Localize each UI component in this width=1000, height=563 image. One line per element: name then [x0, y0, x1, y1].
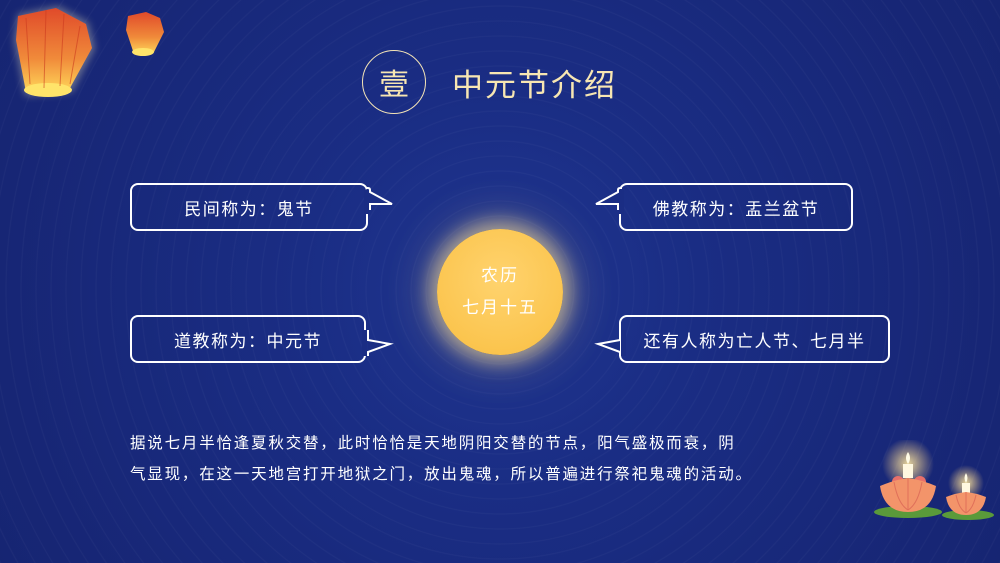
lotus-candle-small-icon [942, 465, 994, 520]
bubble-folk-text: 民间称为：鬼节 [184, 199, 314, 220]
bubble-tail-left-icon [595, 187, 624, 214]
bubble-folk-name: 民间称为：鬼节 [130, 183, 368, 231]
sky-lantern-large-icon [14, 6, 95, 97]
moon-line-lunar: 农历 [481, 266, 519, 286]
bubble-tail-left-icon [594, 330, 626, 356]
section-header: 壹 中元节介绍 [362, 50, 617, 114]
lotus-candle-large-icon [874, 440, 942, 518]
bubble-tail-right-icon [362, 330, 394, 356]
description-line-2: 气显现，在这一天地宫打开地狱之门，放出鬼魂，所以普遍进行祭祀鬼魂的活动。 [130, 465, 753, 483]
description-line-1: 据说七月半恰逢夏秋交替，此时恰恰是天地阴阳交替的节点，阳气盛极而衰，阴 [130, 434, 736, 452]
moon-line-date: 七月十五 [462, 298, 538, 318]
bubble-other-names: 还有人称为亡人节、七月半 [619, 315, 890, 363]
bubble-tail-right-icon [364, 187, 393, 214]
bubble-taoism-name: 道教称为：中元节 [130, 315, 366, 363]
sky-lantern-small-icon [126, 12, 164, 56]
section-number-badge: 壹 [362, 50, 426, 114]
bubble-buddhism-name: 佛教称为：盂兰盆节 [619, 183, 853, 231]
bubble-taoism-text: 道教称为：中元节 [174, 331, 322, 352]
bubble-other-names-text: 还有人称为亡人节、七月半 [643, 331, 866, 352]
moon-date-badge: 农历 七月十五 [437, 229, 563, 355]
bubble-buddhism-text: 佛教称为：盂兰盆节 [652, 199, 820, 220]
description-paragraph: 据说七月半恰逢夏秋交替，此时恰恰是天地阴阳交替的节点，阳气盛极而衰，阴 气显现，… [130, 428, 780, 490]
page-title: 中元节介绍 [452, 67, 617, 104]
